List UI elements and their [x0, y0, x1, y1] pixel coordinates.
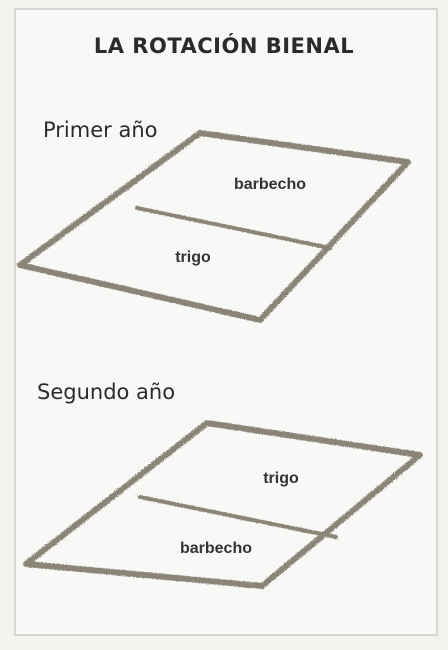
plot-label-lower: barbecho	[180, 540, 252, 557]
field-divider	[135, 206, 332, 250]
diagram-title: LA ROTACIÓN BIENAL	[93, 34, 355, 58]
plot-label-lower: trigo	[175, 249, 211, 266]
field-outline	[17, 130, 411, 323]
field-outline	[23, 420, 423, 589]
field-divider	[138, 495, 338, 539]
year-label-first: Primer año	[43, 118, 158, 142]
year-label-second: Segundo año	[37, 380, 176, 404]
plot-label-upper: trigo	[263, 470, 299, 487]
plot-label-upper: barbecho	[234, 176, 306, 193]
diagram-card	[14, 8, 438, 636]
